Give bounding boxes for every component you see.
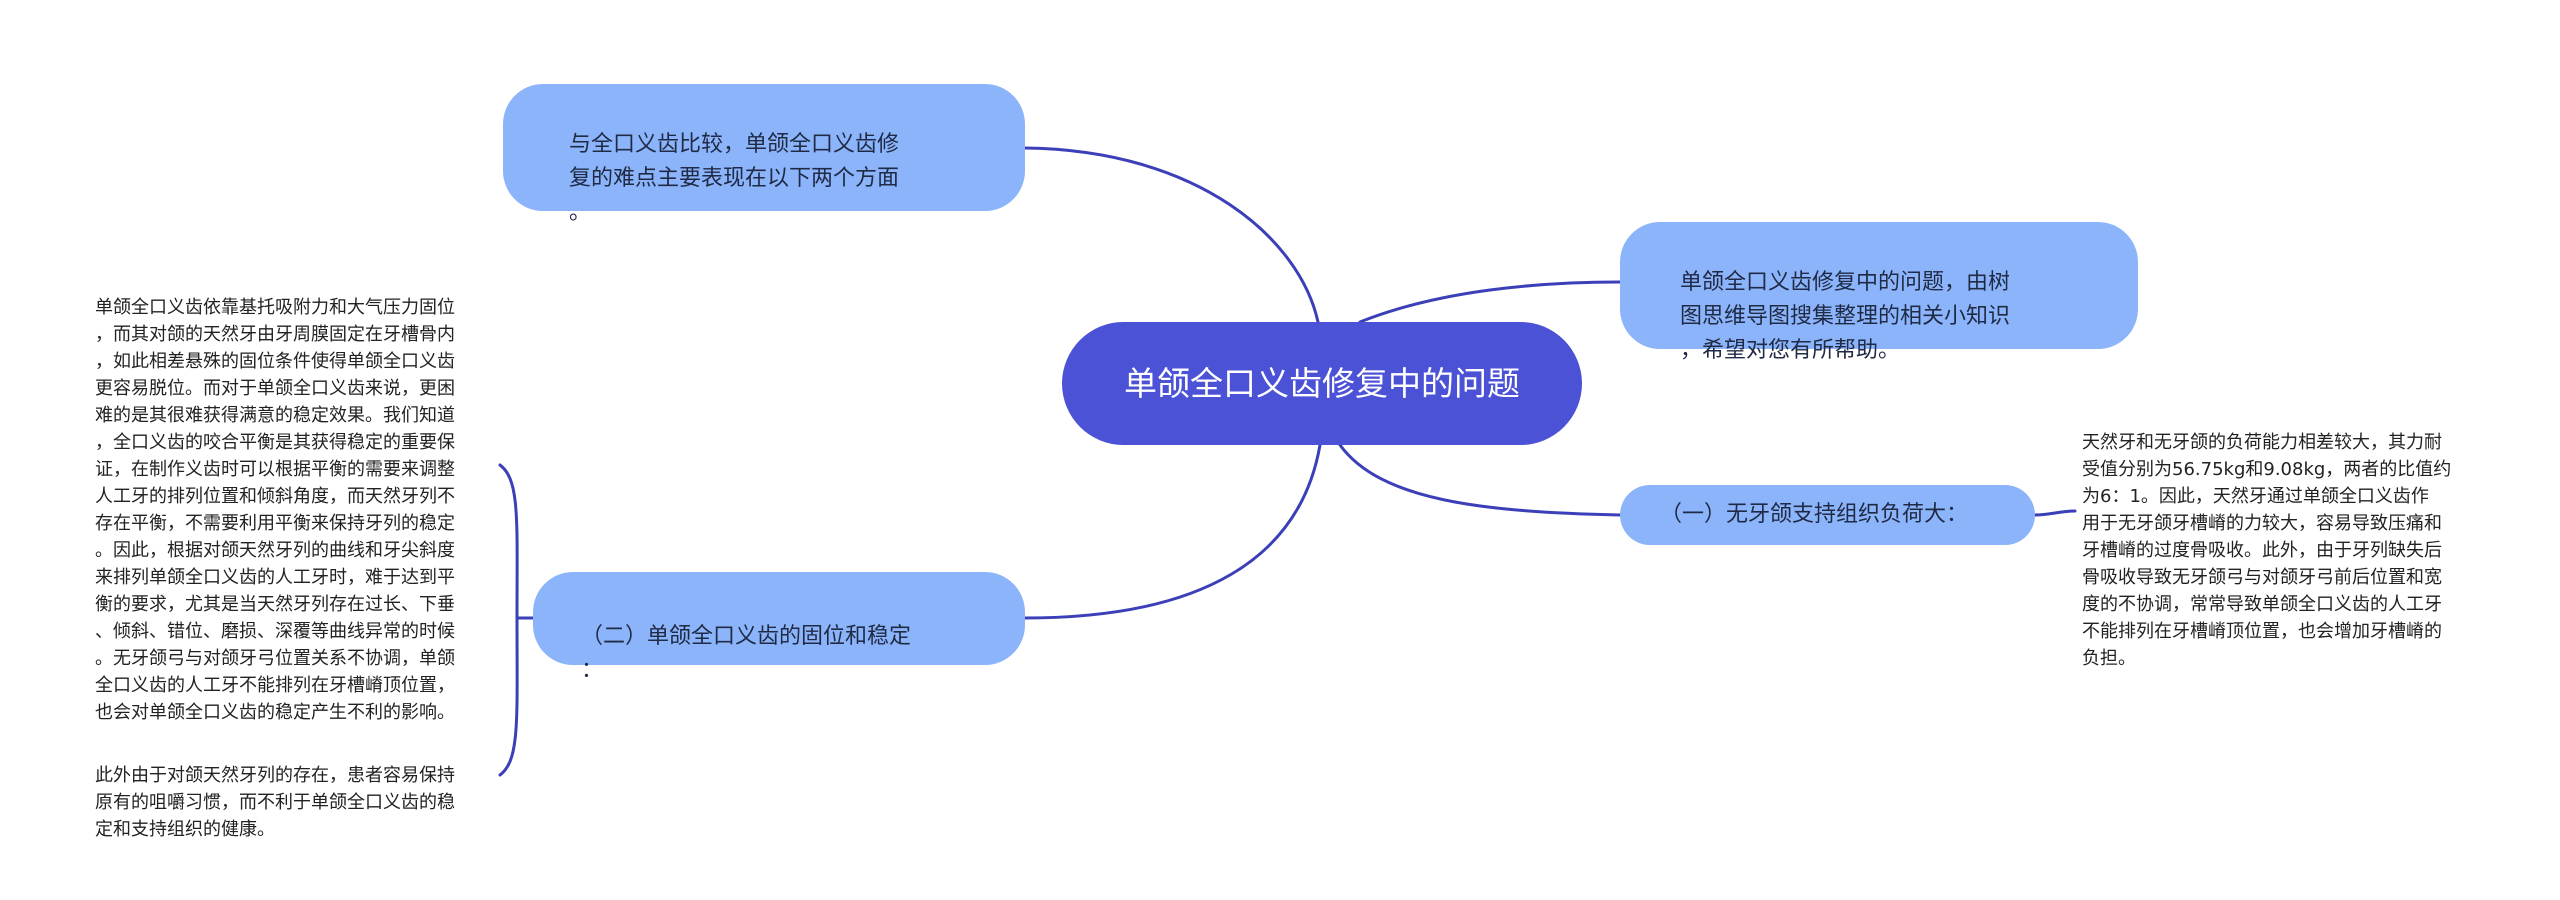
branch-fixation[interactable]: （二）单颌全口义齿的固位和稳定 ：	[533, 572, 1025, 683]
connector-fixation-leaf-2	[498, 616, 519, 777]
connector-root-load	[1338, 443, 1622, 517]
leaf-load-detail: 天然牙和无牙颌的负荷能力相差较大，其力耐 受值分别为56.75kg和9.08kg…	[2082, 402, 2502, 672]
branch-load[interactable]: （一）无牙颌支持组织负荷大：	[1620, 485, 2035, 545]
leaf-load-detail-text: 天然牙和无牙颌的负荷能力相差较大，其力耐 受值分别为56.75kg和9.08kg…	[2082, 432, 2452, 669]
connector-root-fixation	[1023, 443, 1322, 620]
leaf-fixation-detail-2-text: 此外由于对颌天然牙列的存在，患者容易保持 原有的咀嚼习惯，而不利于单颌全口义齿的…	[95, 765, 455, 840]
branch-comparison[interactable]: 与全口义齿比较，单颌全口义齿修 复的难点主要表现在以下两个方面 。	[503, 84, 1025, 225]
branch-intro-label: 单颌全口义齿修复中的问题，由树 图思维导图搜集整理的相关小知识 ，希望对您有所帮…	[1680, 270, 2011, 363]
connector-load-detail	[2033, 509, 2077, 517]
connector-root-intro	[1358, 280, 1622, 324]
root-title: 单颌全口义齿修复中的问题	[1124, 363, 1520, 403]
connector-fixation-leaf-1	[498, 463, 519, 620]
branch-load-label: （一）无牙颌支持组织负荷大：	[1660, 502, 1969, 527]
leaf-fixation-detail-1: 单颌全口义齿依靠基托吸附力和大气压力固位 ，而其对颌的天然牙由牙周膜固定在牙槽骨…	[95, 267, 515, 726]
leaf-fixation-detail-1-text: 单颌全口义齿依靠基托吸附力和大气压力固位 ，而其对颌的天然牙由牙周膜固定在牙槽骨…	[95, 297, 455, 723]
branch-intro[interactable]: 单颌全口义齿修复中的问题，由树 图思维导图搜集整理的相关小知识 ，希望对您有所帮…	[1620, 222, 2138, 363]
leaf-fixation-detail-2: 此外由于对颌天然牙列的存在，患者容易保持 原有的咀嚼习惯，而不利于单颌全口义齿的…	[95, 735, 515, 843]
branch-comparison-label: 与全口义齿比较，单颌全口义齿修 复的难点主要表现在以下两个方面 。	[569, 132, 900, 225]
connector-root-comparison	[1023, 146, 1320, 324]
branch-fixation-label: （二）单颌全口义齿的固位和稳定 ：	[581, 624, 912, 683]
root-node[interactable]: 单颌全口义齿修复中的问题	[1062, 322, 1582, 445]
